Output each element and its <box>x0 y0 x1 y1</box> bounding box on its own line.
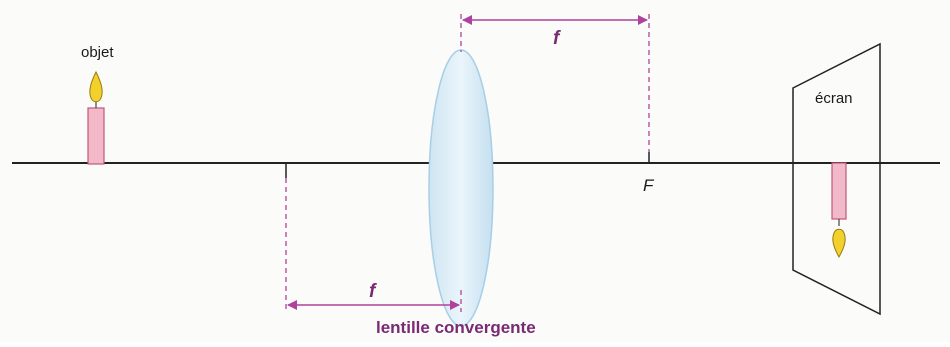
converging-lens <box>428 49 494 327</box>
screen <box>792 42 881 316</box>
image-candle-body <box>831 162 847 220</box>
image-candle <box>831 162 847 259</box>
top-focal-label: f <box>553 28 561 49</box>
image-flame-icon <box>832 228 846 259</box>
candle-body <box>87 107 105 165</box>
focal-point-label: F <box>643 176 655 195</box>
bottom-focal-label: f <box>369 281 377 302</box>
candle-flame-icon <box>89 70 103 103</box>
screen-label: écran <box>815 90 853 107</box>
lens-label: lentille convergente <box>376 318 536 337</box>
object-label: objet <box>81 44 114 61</box>
object-candle <box>87 70 105 165</box>
